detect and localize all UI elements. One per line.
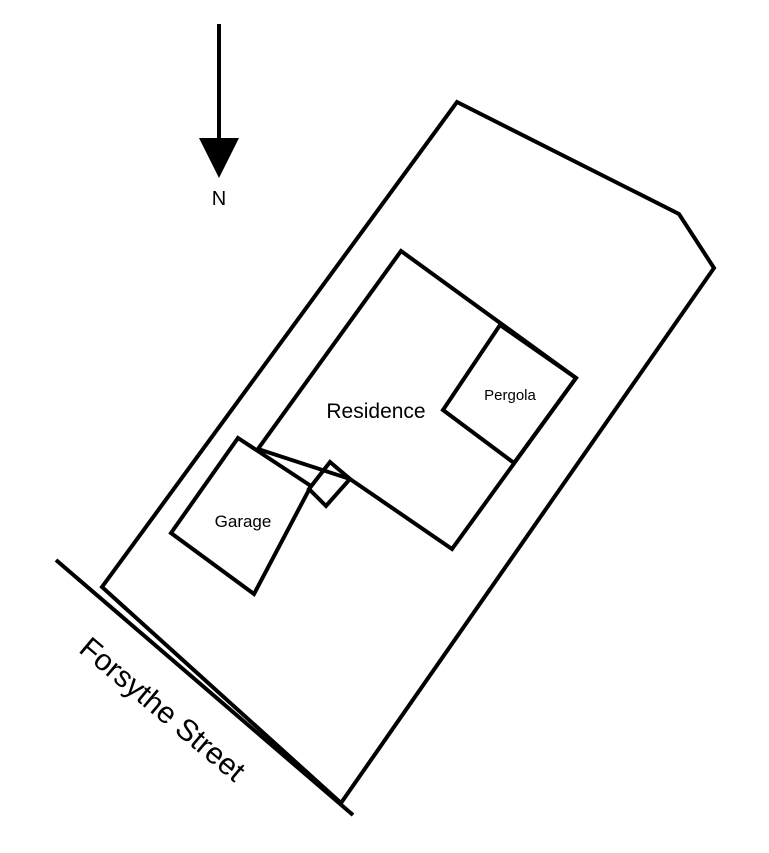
pergola-label: Pergola <box>484 387 536 404</box>
north-label: N <box>212 188 226 210</box>
north-arrow-icon <box>199 24 239 178</box>
street-line <box>54 558 355 817</box>
street-label: Forsythe Street <box>73 631 252 789</box>
garage-label: Garage <box>215 512 272 531</box>
pergola-structure <box>440 322 579 466</box>
garage-building <box>168 435 314 597</box>
property-boundary <box>99 99 717 807</box>
garage-residence-link <box>306 459 353 509</box>
residence-label: Residence <box>326 400 425 423</box>
